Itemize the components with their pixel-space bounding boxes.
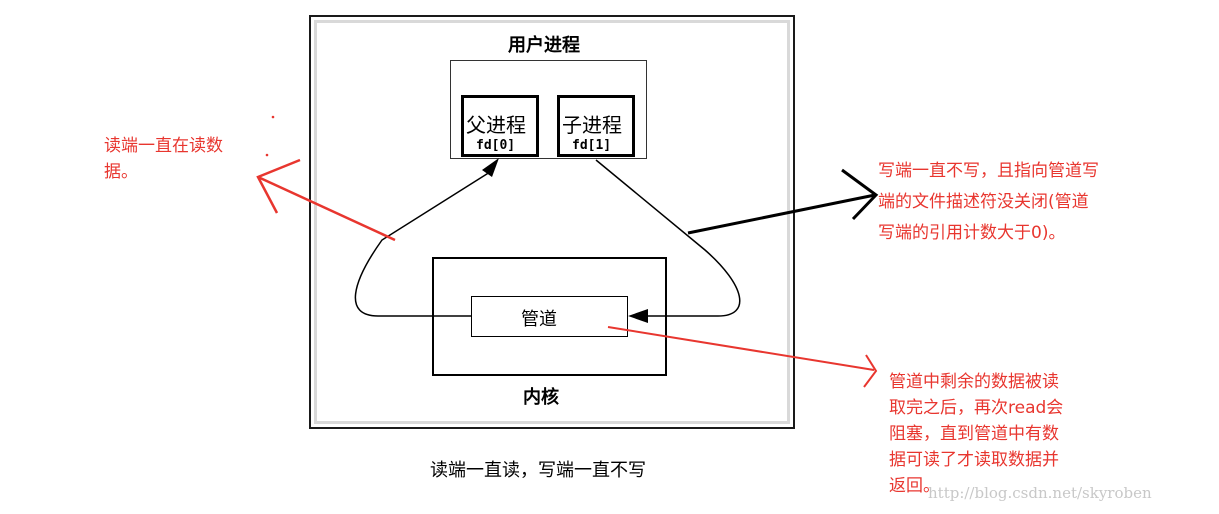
pipe-note-line: 返回。 (889, 476, 940, 496)
write-end-note-line: 端的文件描述符没关闭(管道 (878, 192, 1089, 212)
pipe-box (471, 296, 628, 337)
stray-mark (265, 153, 269, 157)
pipe-note-line: 管道中剩余的数据被读 (889, 372, 1059, 392)
child-process-box (557, 95, 635, 157)
child-to-pipe-curve (595, 159, 741, 317)
child-fd-label: fd[1] (572, 138, 612, 153)
parent-process-label: 父进程 (466, 113, 526, 137)
parent-fd-label: fd[0] (476, 138, 516, 153)
read-end-note-line: 据。 (104, 162, 138, 182)
watermark: http://blog.csdn.net/skyroben (928, 484, 1152, 502)
write-note-arrowhead (841, 168, 879, 221)
pipe-note-arrow (607, 326, 875, 371)
diagram-caption: 读端一直读，写端一直不写 (430, 460, 646, 481)
read-note-arrow (257, 175, 396, 242)
write-note-arrow (687, 193, 876, 235)
kernel-label: 内核 (523, 387, 559, 408)
pipe-arrowhead (628, 309, 648, 323)
pipe-to-parent-curve (354, 171, 491, 317)
pipe-note-arrowhead (863, 354, 878, 388)
parent-process-box (461, 95, 539, 157)
pipe-note-line: 取完之后，再次read会 (889, 398, 1064, 418)
user-process-label: 用户进程 (508, 35, 580, 56)
write-end-note-line: 写端的引用计数大于0)。 (878, 223, 1066, 243)
child-process-label: 子进程 (562, 113, 622, 137)
write-end-note: 写端一直不写，且指向管道写 端的文件描述符没关闭(管道 写端的引用计数大于0)。 (878, 156, 1099, 249)
stray-mark (271, 115, 275, 119)
pipe-note: 管道中剩余的数据被读 取完之后，再次read会 阻塞，直到管道中有数 据可读了才… (889, 369, 1063, 499)
pipe-note-line: 阻塞，直到管道中有数 (889, 424, 1059, 444)
pipe-label: 管道 (521, 309, 557, 330)
write-end-note-line: 写端一直不写，且指向管道写 (878, 161, 1099, 181)
read-note-arrowhead (256, 158, 301, 214)
pipe-note-line: 据可读了才读取数据并 (889, 450, 1059, 470)
parent-arrowhead (482, 158, 499, 177)
read-end-note: 读端一直在读数 据。 (104, 133, 223, 185)
read-end-note-line: 读端一直在读数 (104, 136, 223, 156)
